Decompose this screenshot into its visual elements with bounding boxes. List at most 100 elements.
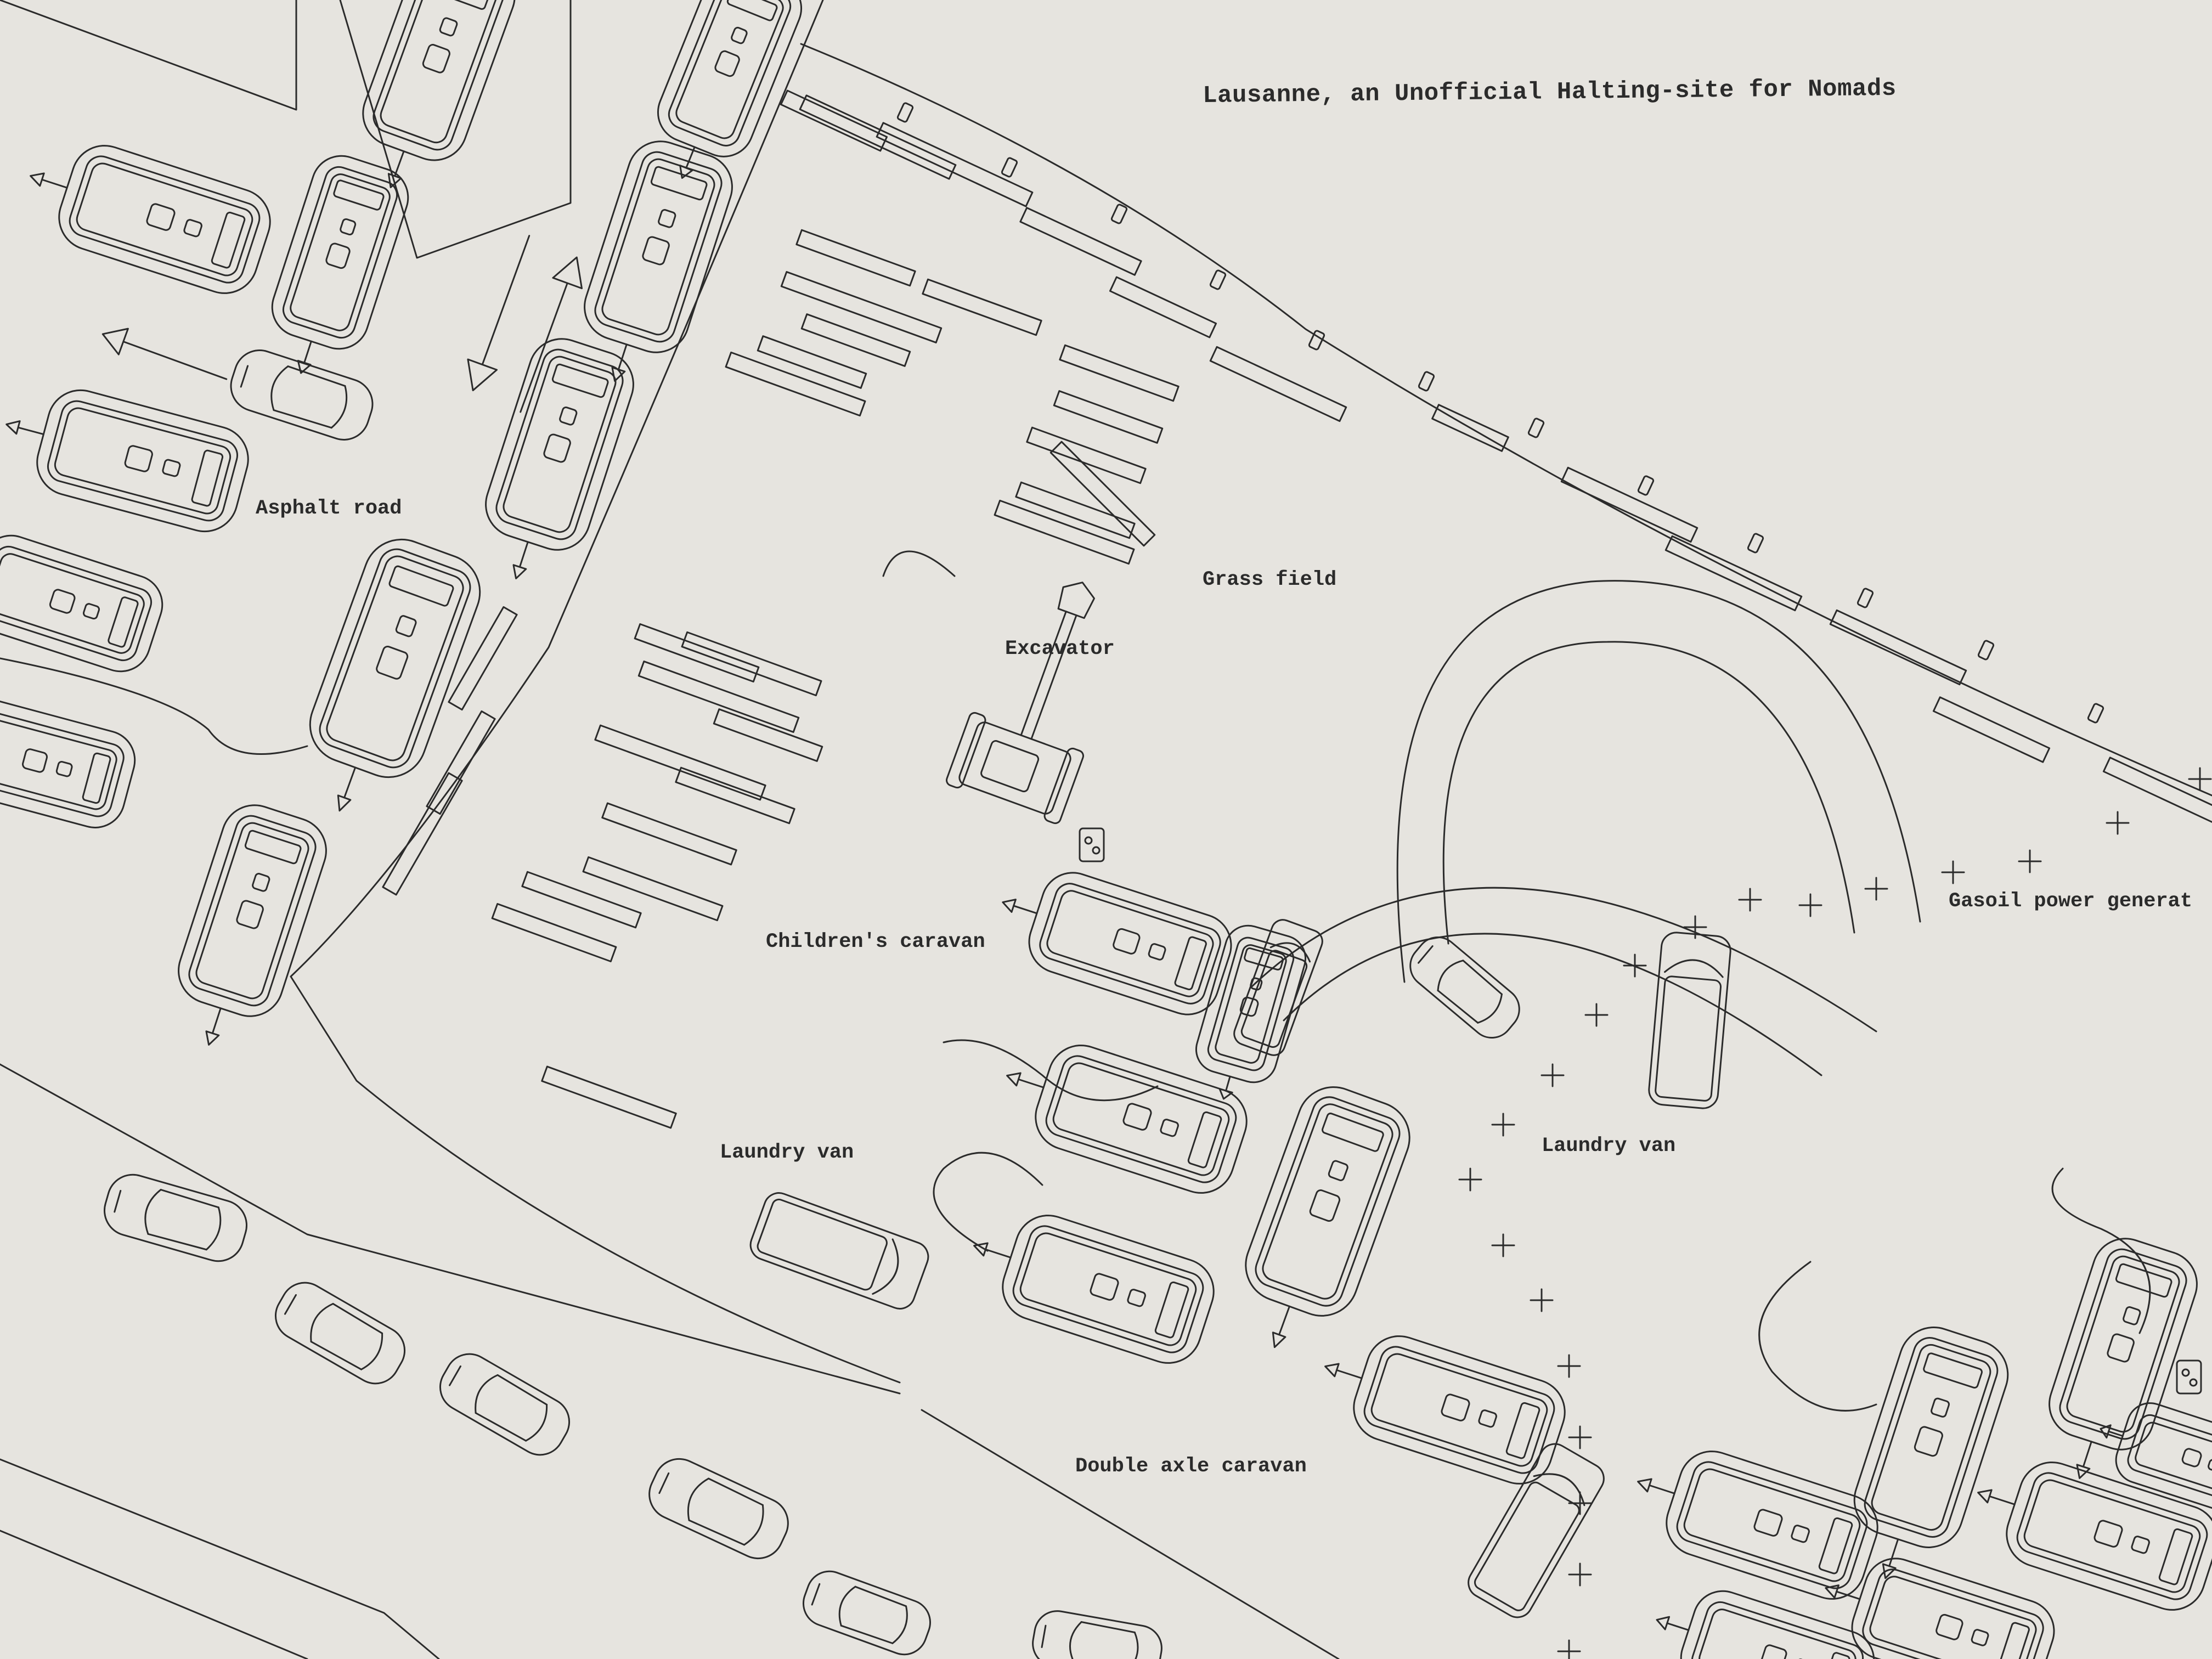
- van-icon: [749, 1192, 929, 1310]
- fence-post-icon: [1308, 330, 1325, 351]
- plank-icon: [521, 871, 642, 929]
- car-icon: [1032, 1610, 1163, 1659]
- cable-line: [2051, 1167, 2151, 1334]
- caravan-icon: [30, 145, 271, 294]
- label-double-axle-caravan: Double axle caravan: [1075, 1455, 1307, 1478]
- car-icon: [103, 1173, 248, 1262]
- fence-post-icon: [1857, 588, 1874, 608]
- cross-marker-icon: [2188, 767, 2212, 791]
- fence-post-icon: [1977, 640, 1995, 661]
- car-icon: [1409, 936, 1520, 1039]
- fence-post-icon: [2087, 703, 2104, 724]
- plank-icon: [681, 631, 822, 697]
- plank-icon: [1109, 276, 1217, 338]
- excavator-track: [882, 550, 956, 577]
- plank-icon: [994, 499, 1135, 565]
- plank-icon: [601, 802, 737, 866]
- fence-post-icon: [1418, 371, 1435, 392]
- van-icon: [1468, 1443, 1605, 1618]
- plank-icon: [1431, 404, 1509, 452]
- plank-icon: [795, 229, 916, 287]
- cross-marker-icon: [1623, 953, 1647, 978]
- fence-post-icon: [896, 102, 914, 123]
- cross-marker-icon: [1491, 1233, 1515, 1257]
- caravan-icon: [178, 804, 327, 1046]
- plank-icon: [1019, 207, 1142, 276]
- cable-line: [0, 657, 308, 755]
- label-laundry-van-right: Laundry van: [1542, 1135, 1676, 1158]
- label-grass-field: Grass field: [1203, 568, 1337, 591]
- plank-icon: [637, 661, 800, 733]
- caravan-icon: [1002, 872, 1232, 1015]
- plank-icon: [491, 903, 617, 962]
- fence-post-icon: [1747, 533, 1764, 554]
- cross-marker-icon: [1491, 1113, 1515, 1137]
- cross-marker-icon: [1458, 1167, 1482, 1192]
- cross-marker-icon: [1568, 1491, 1592, 1515]
- fence-post-icon: [1209, 269, 1227, 290]
- plank-icon: [1560, 466, 1699, 543]
- caravan-icon: [1853, 1327, 2009, 1579]
- cross-marker-icon: [1530, 1288, 1554, 1312]
- road-edge-lower-2: [0, 1530, 308, 1659]
- car-icon: [274, 1282, 406, 1385]
- cable-line: [943, 1039, 1159, 1102]
- plank-icon: [876, 122, 1034, 207]
- tyre-track: [1250, 887, 1877, 1032]
- caravan-icon: [2049, 1238, 2198, 1479]
- plank-icon: [780, 89, 888, 152]
- caravan-icon: [0, 697, 136, 828]
- caravan-icon: [1637, 1451, 1878, 1600]
- grass-path: [921, 1409, 1340, 1659]
- caravan-icon: [1245, 1086, 1410, 1348]
- label-gasoil-generator: Gasoil power generat: [1949, 890, 2193, 913]
- plank-icon: [1049, 441, 1156, 547]
- fence-post-icon: [1527, 417, 1545, 438]
- caravan-icon: [584, 140, 733, 382]
- cross-marker-icon: [1864, 877, 1888, 901]
- arrow-icon: [467, 235, 531, 392]
- cable-line: [1758, 1261, 1877, 1412]
- cross-marker-icon: [1941, 860, 1965, 884]
- plank-icon: [757, 335, 867, 389]
- generator-icon: [1079, 827, 1105, 862]
- tyre-track: [1442, 641, 1855, 945]
- plank-icon: [382, 772, 463, 896]
- caravan-icon: [1324, 1335, 1566, 1485]
- plank-icon: [1015, 481, 1136, 539]
- caravan-icon: [1656, 1590, 1875, 1659]
- fence-line: [800, 43, 2212, 797]
- label-asphalt-road: Asphalt road: [256, 497, 402, 520]
- cross-marker-icon: [1557, 1639, 1581, 1659]
- caravan-icon: [309, 538, 481, 812]
- plank-icon: [725, 351, 866, 417]
- plank-icon: [1026, 426, 1147, 484]
- caravan-icon: [0, 534, 163, 673]
- plank-icon: [1053, 390, 1164, 444]
- caravan-icon: [1195, 924, 1307, 1100]
- plank-icon: [1209, 346, 1347, 422]
- fence-post-icon: [1110, 204, 1128, 224]
- caravan-icon: [1977, 1462, 2212, 1611]
- tyre-track: [1396, 580, 1921, 983]
- plank-icon: [713, 708, 823, 762]
- caravan-icon: [2100, 1402, 2212, 1516]
- caravan-icon: [5, 389, 249, 533]
- car-icon: [802, 1570, 932, 1656]
- arrow-icon: [520, 256, 583, 413]
- fence-post-icon: [1637, 475, 1655, 496]
- car-icon: [439, 1353, 571, 1456]
- label-excavator: Excavator: [1005, 637, 1115, 661]
- cable-line: [933, 1152, 1043, 1252]
- car-icon: [648, 1458, 789, 1560]
- caravan-icon: [657, 0, 803, 179]
- cross-marker-icon: [2106, 811, 2130, 835]
- caravan-icon: [362, 0, 516, 189]
- tyre-track: [1283, 933, 1822, 1076]
- cross-marker-icon: [2018, 849, 2042, 873]
- plank-icon: [800, 313, 911, 367]
- cross-marker-icon: [1798, 893, 1822, 917]
- plank-icon: [675, 766, 795, 825]
